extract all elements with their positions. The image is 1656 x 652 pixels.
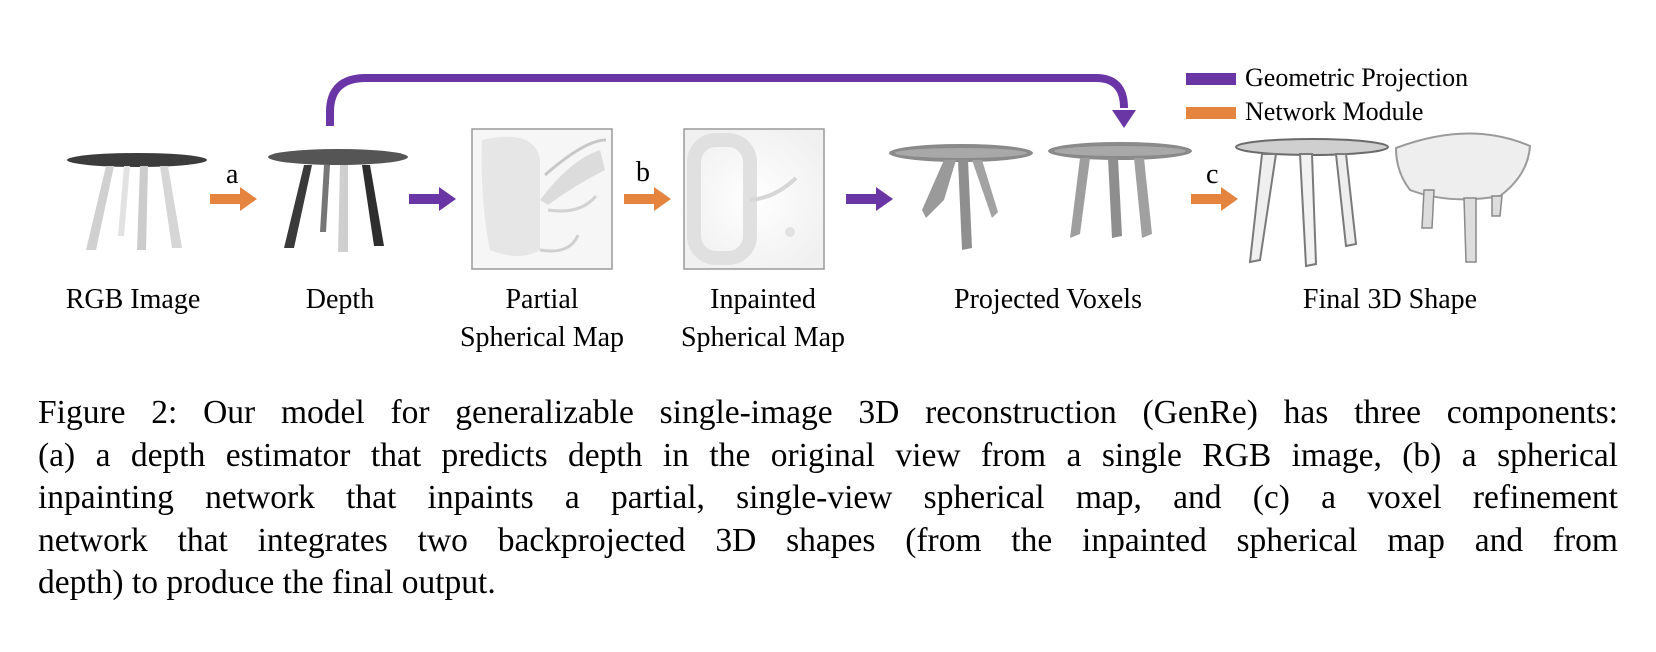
- label-projected-voxels: Projected Voxels: [954, 284, 1142, 315]
- label-partial-line1: Partial: [505, 284, 579, 315]
- depth-table: [268, 149, 408, 252]
- rgb-image-table: [67, 153, 207, 250]
- caption-line-2: (a) a depth estimator that predicts dept…: [38, 436, 1618, 474]
- module-c-label: c: [1206, 159, 1219, 190]
- caption-line-4: network that integrates two backprojecte…: [38, 521, 1618, 559]
- label-inpainted-line1: Inpainted: [710, 284, 816, 315]
- label-depth: Depth: [305, 284, 375, 315]
- module-b-label: b: [636, 157, 650, 188]
- projection-arrow-depth-to-partial: [409, 187, 456, 211]
- projection-arrow-inpainted-to-voxels: [846, 187, 893, 211]
- genre-pipeline-figure: Geometric Projection Network Module a b …: [65, 63, 1532, 353]
- caption-line-3: inpainting network that inpaints a parti…: [38, 479, 1618, 516]
- module-a-label: a: [226, 159, 239, 190]
- final-3d-shape-view-1: [1235, 138, 1389, 268]
- inpainted-spherical-map-image: [683, 128, 825, 270]
- legend-label-network-module: Network Module: [1245, 97, 1424, 126]
- figure-caption: Figure 2: Our model for generalizable si…: [38, 392, 1618, 605]
- module-c-arrow: [1191, 187, 1238, 211]
- caption-line-5: depth) to produce the final output.: [38, 564, 496, 601]
- label-final-3d-shape: Final 3D Shape: [1302, 284, 1478, 315]
- geometric-projection-curve: [326, 74, 1128, 126]
- projected-voxels-view-1: [889, 144, 1033, 250]
- legend-swatch-network-module: [1186, 107, 1236, 119]
- partial-spherical-map-image: [471, 128, 613, 270]
- label-inpainted-line2: Spherical Map: [680, 322, 846, 353]
- final-3d-shape-view-2: [1394, 132, 1532, 263]
- module-b-arrow: [624, 187, 671, 211]
- geometric-projection-curve-head: [1112, 110, 1136, 128]
- legend-swatch-geometric-projection: [1186, 73, 1236, 85]
- projected-voxels-view-2: [1048, 142, 1192, 238]
- caption-line-1: Figure 2: Our model for generalizable si…: [38, 394, 1618, 431]
- label-partial-line2: Spherical Map: [459, 322, 625, 353]
- pipeline-diagram: [67, 74, 1532, 270]
- module-a-arrow: [210, 187, 257, 211]
- legend-label-geometric-projection: Geometric Projection: [1245, 63, 1469, 92]
- label-rgb-image: RGB Image: [65, 284, 201, 315]
